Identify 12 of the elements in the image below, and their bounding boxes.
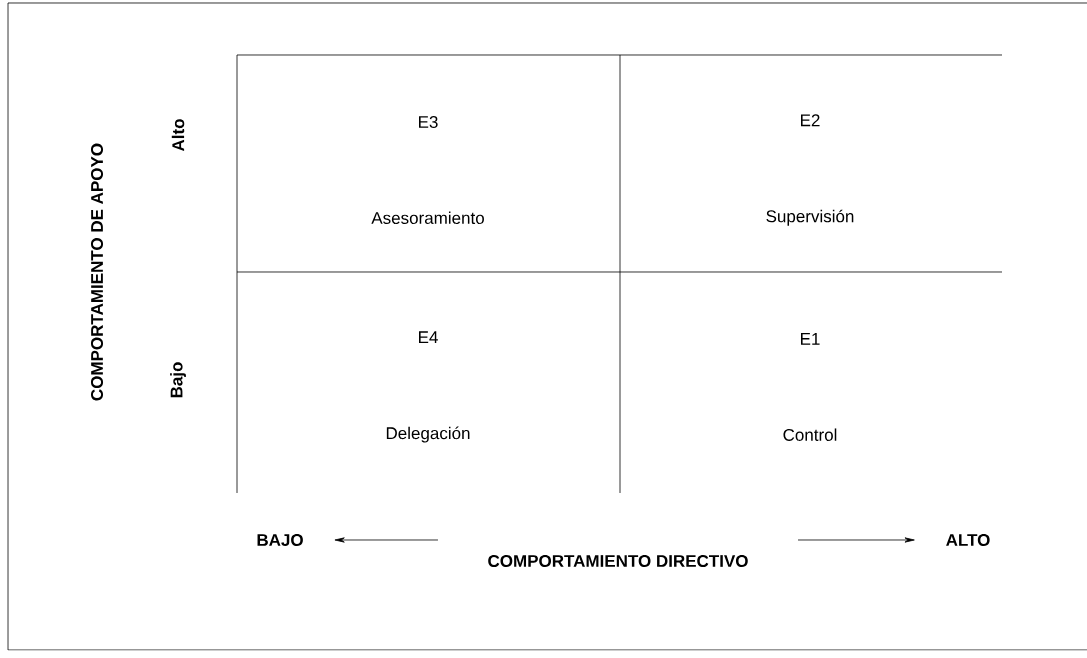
- quadrant-cell: E2 Supervisión: [766, 114, 854, 226]
- level-label: Alto: [171, 119, 185, 152]
- arrow: [797, 537, 915, 543]
- axis-label: COMPORTAMIENTO DIRECTIVO: [488, 554, 748, 567]
- axis-label: BAJO: [257, 533, 303, 546]
- axis-label: COMPORTAMIENTO DE APOYO: [91, 143, 104, 401]
- level-label: Bajo: [170, 362, 186, 398]
- quadrant-cell: E1 Control: [783, 333, 837, 441]
- quadrant-cell: E4 Delegación: [386, 331, 470, 443]
- axis-label: ALTO: [946, 533, 990, 546]
- arrow: [334, 537, 439, 543]
- quadrant-cell: E3 Asesoramiento: [371, 115, 484, 224]
